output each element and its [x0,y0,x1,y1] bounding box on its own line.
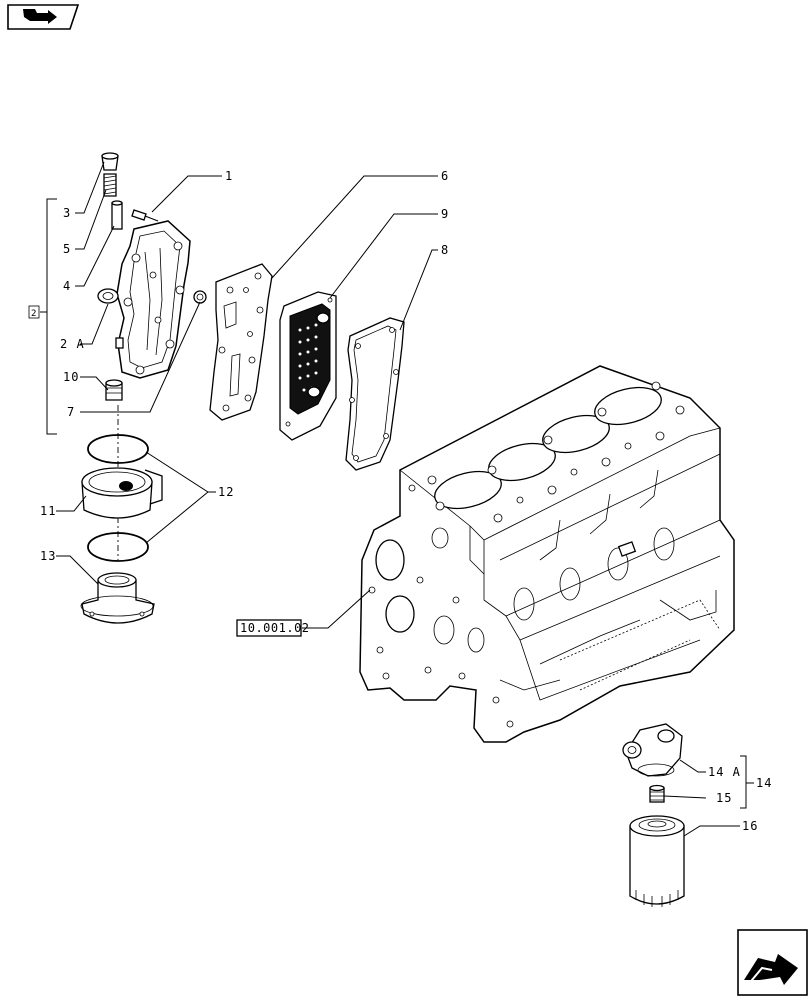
next-page-arrow-icon[interactable] [737,929,808,996]
callout-14a: 14 A [708,765,741,779]
part-5-spring [103,173,117,197]
callout-3: 3 [63,206,71,220]
book-arrow-icon[interactable] [7,4,80,30]
callout-12: 12 [218,485,234,499]
reference-link[interactable]: 10.001.02 [236,619,310,637]
part-16-oil-filter [629,815,685,907]
callout-4: 4 [63,279,71,293]
part-14a-filter-head [622,723,683,777]
part-15-nipple [649,784,665,803]
callout-2: 2 [31,309,37,319]
part-10-plug [105,379,123,401]
reference-label: 10.001.02 [240,621,310,635]
part-12-o-rings [87,434,149,562]
callout-9: 9 [441,207,449,221]
callout-10: 10 [63,370,79,384]
callout-labels: 1 2 2 A 3 4 5 6 7 8 9 10 11 12 13 14 14 … [31,169,772,833]
part-2a-housing [97,220,191,379]
part-13-adapter [80,572,155,624]
callout-5: 5 [63,242,71,256]
callout-16: 16 [742,819,758,833]
leader-lines [56,161,754,837]
callout-7: 7 [67,405,75,419]
part-1-bolt [131,209,159,222]
callout-8: 8 [441,243,449,257]
callout-6: 6 [441,169,449,183]
callout-1: 1 [225,169,233,183]
part-4-piston [111,200,123,230]
callout-15: 15 [716,791,732,805]
group-bracket-2 [28,198,57,435]
part-6-gasket [209,263,273,421]
callout-11: 11 [40,504,56,518]
part-8-gasket [345,317,405,471]
part-11-filter-housing [81,467,163,519]
part-9-cooler-core [279,291,337,441]
part-3-cap [101,152,119,171]
part-7-fitting [193,290,207,304]
callout-13: 13 [40,549,56,563]
engine-block [359,365,735,743]
callout-2a: 2 A [60,337,85,351]
callout-14: 14 [756,776,772,790]
